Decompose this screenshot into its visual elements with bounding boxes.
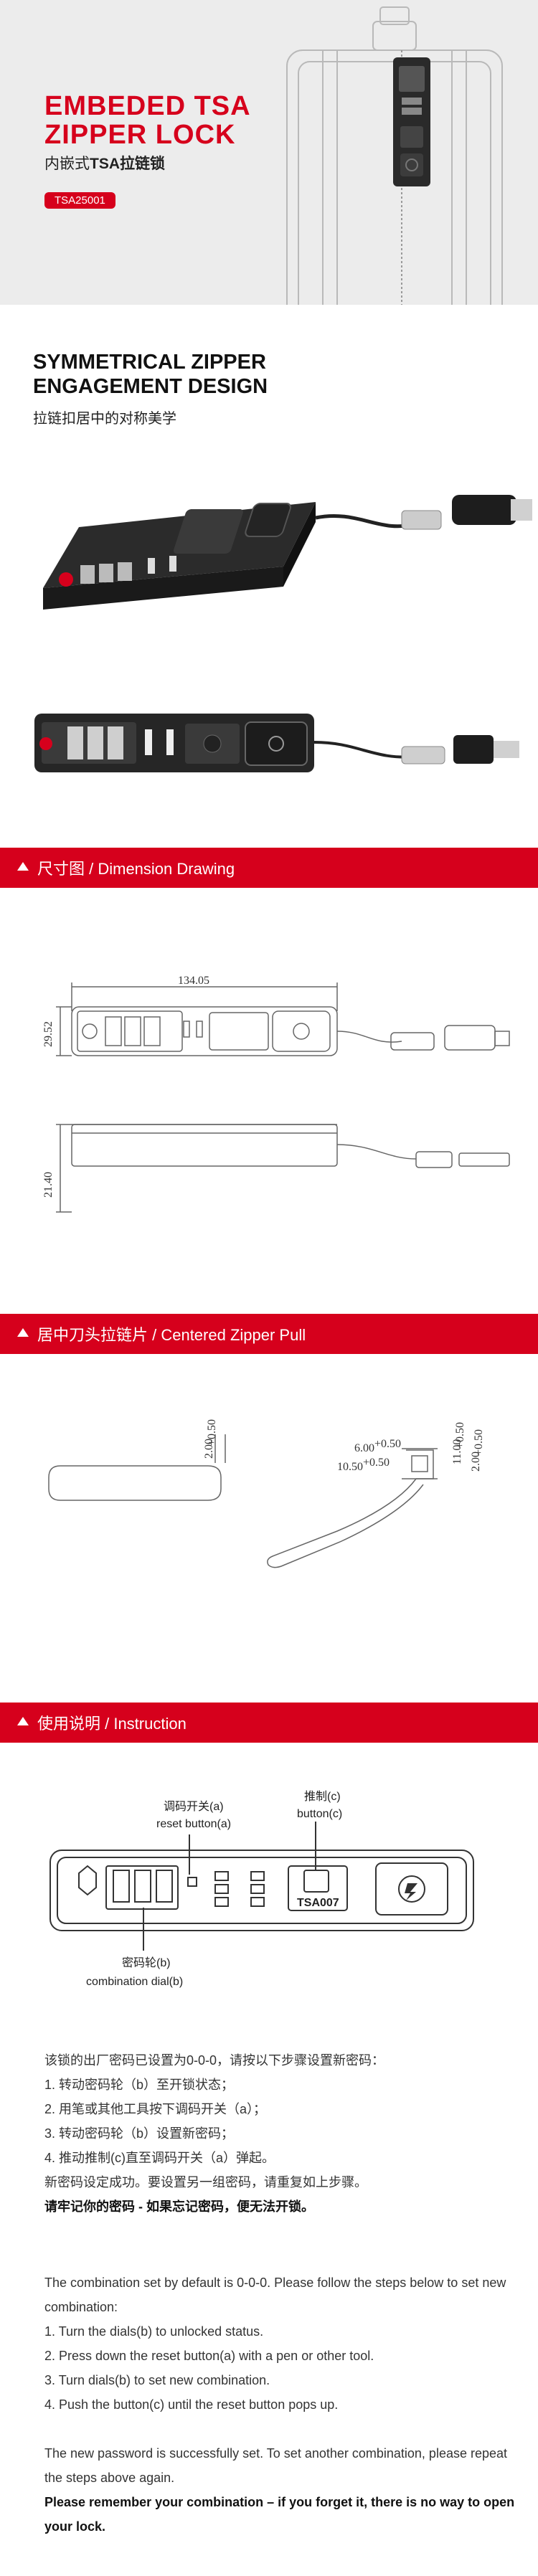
push-button-label-cn: 推制(c) [304, 1790, 341, 1803]
triangle-icon [17, 1717, 29, 1725]
instr-cn-step1: 1. 转动密码轮（b）至开锁状态； [44, 2078, 235, 2092]
instr-en-warning: Please remember your combination – if yo… [44, 2495, 515, 2534]
instr-en-step3: 3. Turn dials(b) to set new combination. [44, 2373, 270, 2387]
dial-label-cn: 密码轮(b) [122, 1956, 171, 1969]
instr-en-step2: 2. Press down the reset button(a) with a… [44, 2349, 374, 2363]
hero-title-line2: ZIPPER LOCK [44, 120, 236, 150]
lock-perspective-photo [43, 495, 532, 610]
engagement-title: SYMMETRICAL ZIPPER ENGAGEMENT DESIGN [33, 350, 268, 399]
instr-en-step1: 1. Turn the dials(b) to unlocked status. [44, 2324, 264, 2339]
hero-title: EMBEDED TSA ZIPPER LOCK [44, 92, 251, 149]
instruction-diagram: 调码开关(a) reset button(a) 推制(c) button(c) … [49, 1790, 474, 1988]
lock-front-photo [34, 714, 519, 772]
zipper-pull-drawing: 2.00 +0.50 6.00 +0.50 10.50 +0.50 11.00 … [48, 1419, 485, 1568]
instr-cn-warning: 请牢记你的密码 - 如果忘记密码，便无法开锁。 [44, 2199, 314, 2214]
hero-subtitle-bold: TSA拉链锁 [90, 156, 165, 172]
section-band-zipper-pull: 居中刀头拉链片 / Centered Zipper Pull [0, 1314, 538, 1354]
hero-banner: EMBEDED TSA ZIPPER LOCK 内嵌式TSA拉链锁 TSA250… [0, 0, 538, 305]
dim-thickness-a-tol-plus: +0.50 [206, 1419, 218, 1446]
instr-en-intro: The combination set by default is 0-0-0.… [44, 2276, 506, 2314]
section-band-instruction: 使用说明 / Instruction [0, 1703, 538, 1743]
dim-thickness-b: 2.00 [470, 1452, 482, 1472]
dim-thickness: 21.40 [42, 1172, 55, 1198]
model-label: TSA007 [297, 1897, 339, 1909]
dim-length: 134.05 [178, 975, 209, 987]
dim-thickness-b-tol: +0.50 [473, 1429, 485, 1456]
instr-cn-step4: 4. 推动推制(c)直至调码开关（a）弹起。 [44, 2151, 275, 2165]
section-band-dimension: 尺寸图 / Dimension Drawing [0, 848, 538, 888]
engagement-subtitle: 拉链扣居中的对称美学 [33, 411, 176, 427]
dim-height-a: 11.00 [451, 1439, 463, 1464]
luggage-illustration [286, 6, 503, 305]
dim-width-a: 6.00 [354, 1442, 374, 1454]
dim-height-a-tol: +0.50 [454, 1422, 466, 1449]
instr-en-note: The new password is successfully set. To… [44, 2446, 508, 2485]
section-title-dimension: 尺寸图 / Dimension Drawing [37, 860, 235, 878]
engagement-title-line1: SYMMETRICAL ZIPPER [33, 351, 266, 374]
reset-button-label-en: reset button(a) [156, 1818, 231, 1830]
hero-subtitle-prefix: 内嵌式 [44, 156, 90, 172]
section-title-zipper-pull: 居中刀头拉链片 / Centered Zipper Pull [37, 1326, 306, 1344]
instr-cn-note: 新密码设定成功。要设置另一组密码，请重复如上步骤。 [44, 2175, 367, 2189]
instructions-cn: 该锁的出厂密码已设置为0-0-0，请按以下步骤设置新密码： 1. 转动密码轮（b… [44, 2048, 518, 2219]
dim-width-b: 10.50 [337, 1461, 363, 1473]
dim-width-b-tol: +0.50 [363, 1457, 390, 1469]
dim-thickness-a: 2.00 [203, 1439, 215, 1459]
push-button-label-en: button(c) [297, 1808, 342, 1820]
instr-cn-intro: 该锁的出厂密码已设置为0-0-0，请按以下步骤设置新密码： [44, 2053, 385, 2068]
dimension-drawing: 134.05 29.52 21.40 [42, 975, 510, 1213]
reset-button-label-cn: 调码开关(a) [164, 1800, 224, 1813]
hero-subtitle: 内嵌式TSA拉链锁 [44, 152, 165, 174]
hero-title-line1: EMBEDED TSA [44, 91, 251, 121]
instructions-en: The combination set by default is 0-0-0.… [44, 2270, 518, 2539]
dim-width-a-tol: +0.50 [374, 1438, 401, 1450]
triangle-icon [17, 862, 29, 871]
engagement-title-line2: ENGAGEMENT DESIGN [33, 375, 268, 398]
section-title-instruction: 使用说明 / Instruction [37, 1715, 187, 1733]
model-badge: TSA25001 [44, 192, 115, 209]
dial-label-en: combination dial(b) [86, 1976, 183, 1988]
instr-cn-step2: 2. 用笔或其他工具按下调码开关（a）； [44, 2102, 267, 2116]
instr-en-spacer [44, 2417, 518, 2441]
triangle-icon [17, 1328, 29, 1337]
dim-height: 29.52 [42, 1021, 55, 1047]
instr-cn-step3: 3. 转动密码轮（b）设置新密码； [44, 2126, 235, 2141]
instr-en-step4: 4. Push the button(c) until the reset bu… [44, 2397, 339, 2412]
